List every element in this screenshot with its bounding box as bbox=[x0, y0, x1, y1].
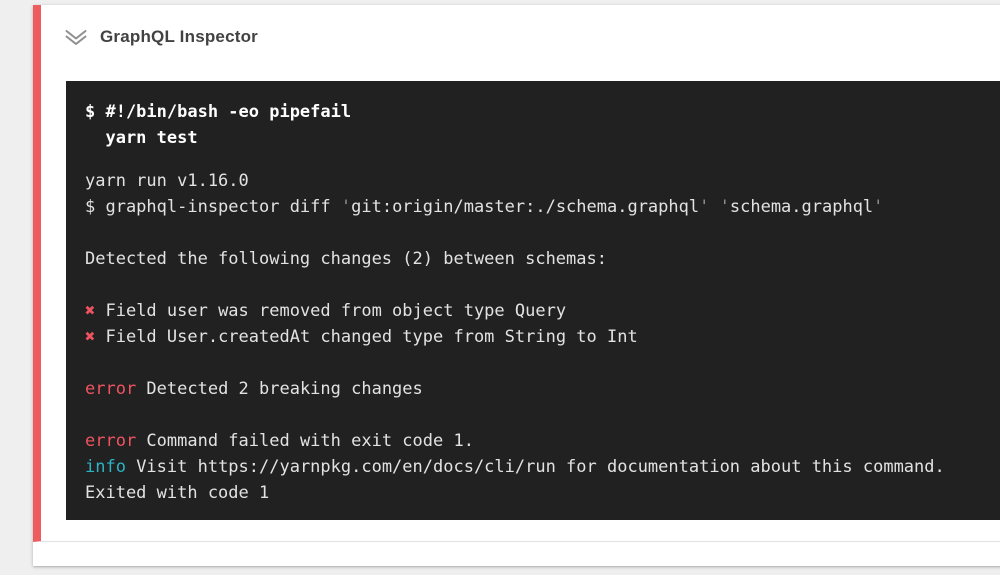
terminal-output: $ #!/bin/bash -eo pipefail yarn test yar… bbox=[66, 81, 1000, 520]
terminal-line bbox=[85, 350, 1000, 376]
terminal-line: info Visit https://yarnpkg.com/en/docs/c… bbox=[85, 457, 945, 477]
terminal-line bbox=[85, 272, 1000, 298]
step-header[interactable]: GraphQL Inspector bbox=[41, 5, 1000, 50]
terminal-line: error Command failed with exit code 1. bbox=[85, 431, 474, 451]
terminal-line: Detected the following changes (2) betwe… bbox=[85, 249, 607, 269]
failed-step-section: GraphQL Inspector $ #!/bin/bash -eo pipe… bbox=[33, 5, 1000, 542]
terminal-line: error Detected 2 breaking changes bbox=[85, 379, 423, 399]
terminal-line bbox=[85, 402, 1000, 428]
terminal-line: $ graphql-inspector diff 'git:origin/mas… bbox=[85, 197, 884, 217]
build-step-card: GraphQL Inspector $ #!/bin/bash -eo pipe… bbox=[33, 5, 1000, 566]
command-block: $ #!/bin/bash -eo pipefail yarn test bbox=[85, 102, 352, 148]
terminal-line: ✖ Field user was removed from object typ… bbox=[85, 301, 567, 321]
output-block: yarn run v1.16.0 $ graphql-inspector diff… bbox=[85, 168, 1000, 506]
double-chevron-down-icon[interactable] bbox=[63, 24, 89, 50]
step-title: GraphQL Inspector bbox=[100, 27, 259, 46]
terminal-line: ✖ Field User.createdAt changed type from… bbox=[85, 327, 638, 347]
terminal-line: Exited with code 1 bbox=[85, 483, 270, 503]
card-footer-space bbox=[33, 542, 1000, 566]
terminal-line: yarn run v1.16.0 bbox=[85, 171, 249, 191]
terminal-line bbox=[85, 220, 1000, 246]
